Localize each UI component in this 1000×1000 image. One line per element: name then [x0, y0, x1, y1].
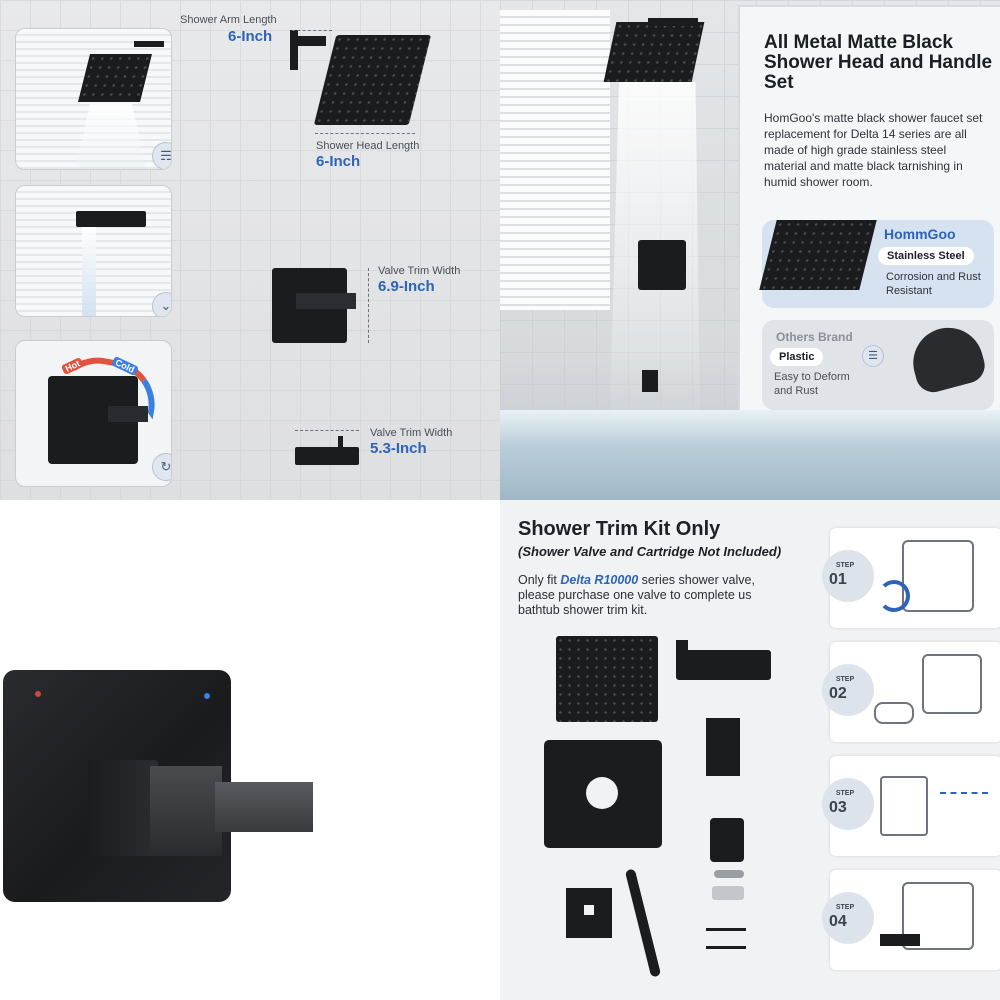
kit-subtitle: (Shower Valve and Cartridge Not Included…	[518, 544, 782, 559]
cold-indicator-dot	[204, 693, 210, 699]
step-4-illustration	[902, 882, 974, 950]
shower-head-image	[78, 54, 152, 102]
dimensions-panel: ☴ ⌄ Hot Cold ↻ Shower Arm Length 6-Inch …	[0, 0, 500, 500]
step-number: 04	[829, 913, 847, 930]
valve-trim-closeup	[0, 500, 500, 1000]
step-card-2: STEP 02	[822, 642, 1000, 742]
our-material-pill: Stainless Steel	[878, 247, 974, 265]
part-cylinder	[710, 818, 744, 862]
material-comparison-panel: All Metal Matte Black Shower Head and Ha…	[500, 0, 1000, 500]
part-lever	[706, 718, 740, 776]
part-washer	[712, 886, 744, 900]
spout-width-label: Valve Trim Width	[370, 427, 453, 439]
step-1-illustration	[902, 540, 974, 612]
our-brand-card: HommGoo Stainless Steel Corrosion and Ru…	[759, 220, 994, 308]
part-screw-1	[706, 928, 746, 931]
other-brand-card: Others Brand Plastic ☰ Easy to Deform an…	[762, 319, 994, 410]
spout-width-value: 5.3-Inch	[370, 440, 427, 457]
step-card-1: STEP 01	[822, 528, 1000, 628]
other-brand-name: Others Brand	[776, 330, 853, 344]
shower-head-card: ☴	[15, 28, 172, 170]
step-card-3: STEP 03	[822, 756, 1000, 856]
step-2-illustration	[922, 654, 982, 714]
head-length-value: 6-Inch	[316, 153, 361, 170]
bathtub-water	[500, 410, 1000, 500]
arm-length-value: 6-Inch	[228, 28, 273, 45]
step-number: 03	[829, 799, 847, 816]
step-3-illustration	[880, 776, 928, 836]
shower-arm-image	[292, 36, 326, 46]
faucet-icon: ⌄	[152, 292, 171, 316]
part-tub-spout	[676, 650, 771, 680]
feature-title: All Metal Matte Black Shower Head and Ha…	[764, 32, 993, 93]
shower-icon: ☴	[152, 142, 171, 169]
handle-rotation-card: Hot Cold ↻	[15, 340, 172, 487]
kit-title: Shower Trim Kit Only	[518, 518, 721, 540]
mounted-spout-image	[642, 370, 658, 392]
part-ring	[714, 870, 744, 878]
step-number: 01	[829, 571, 847, 588]
hot-indicator-dot	[35, 691, 41, 697]
mounted-shower-head-image	[603, 22, 705, 82]
step-number: 02	[829, 685, 847, 702]
steel-head-image	[759, 220, 877, 290]
handle-base	[88, 760, 158, 856]
kit-contents-panel: Shower Trim Kit Only (Shower Valve and C…	[500, 500, 1000, 1000]
part-shower-arm	[624, 868, 662, 978]
part-shower-head	[556, 636, 658, 722]
part-trim-hole	[586, 777, 618, 809]
other-material-note: Easy to Deform and Rust	[774, 371, 850, 397]
plastic-head-image	[905, 319, 989, 397]
arm-length-label: Shower Arm Length	[180, 14, 277, 26]
tub-spout-small-image	[295, 447, 359, 465]
rotate-icon: ↻	[152, 453, 171, 481]
lever-arm	[215, 782, 313, 832]
part-screw-2	[706, 946, 746, 949]
our-brand-name: HommGoo	[884, 226, 956, 242]
lever-handle	[150, 766, 222, 856]
step-card-4: STEP 04	[822, 870, 1000, 970]
feature-description: HomGoo's matte black shower faucet set r…	[764, 111, 983, 189]
tub-spout-image	[76, 211, 146, 227]
our-material-note: Corrosion and Rust Resistant	[886, 271, 981, 297]
window-blinds	[500, 10, 610, 310]
tub-spout-card: ⌄	[15, 185, 172, 317]
valve-width-label: Valve Trim Width	[378, 265, 461, 277]
mounted-handle-image	[638, 240, 686, 290]
valve-width-value: 6.9-Inch	[378, 278, 435, 295]
delta-series-link: Delta R10000	[560, 573, 639, 587]
kit-description: Only fit Delta R10000 series shower valv…	[518, 573, 755, 617]
layers-icon: ☰	[862, 345, 884, 367]
other-material-pill: Plastic	[770, 348, 824, 366]
head-length-label: Shower Head Length	[316, 140, 420, 152]
